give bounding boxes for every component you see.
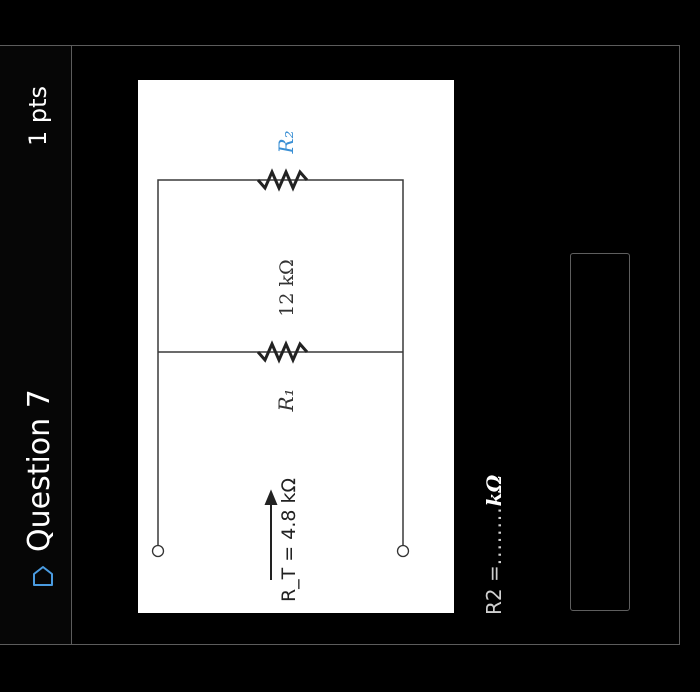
flag-icon[interactable]	[28, 564, 53, 588]
question-header	[0, 46, 72, 644]
circuit-figure: R₂ 12 kΩ R₁ R_T = 4.8 kΩ	[138, 80, 454, 613]
terminal-right	[396, 544, 410, 558]
answer-unit: kΩ	[482, 474, 506, 507]
r1-label: R₁	[274, 388, 298, 412]
circuit-diagram: R₂ 12 kΩ R₁ R_T = 4.8 kΩ	[151, 130, 410, 602]
answer-prompt: R2 = ........ kΩ	[482, 475, 506, 615]
top-wire	[157, 179, 404, 550]
question-title: Question 7	[22, 389, 57, 552]
question-card: R₂ 12 kΩ R₁ R_T = 4.8 kΩ	[0, 45, 680, 645]
r2-label: R₂	[274, 130, 298, 154]
resistor-r1	[256, 340, 309, 364]
answer-prefix: R2 =	[482, 565, 506, 615]
answer-dots: ........	[482, 506, 506, 566]
r1-value: 12 kΩ	[276, 259, 298, 316]
question-title-row: Question 7	[22, 389, 57, 588]
rt-label: R_T = 4.8 kΩ	[278, 478, 300, 602]
terminal-left	[151, 544, 165, 558]
resistor-r2	[256, 168, 309, 192]
current-arrow	[264, 489, 278, 580]
answer-input[interactable]	[570, 253, 630, 611]
question-points: 1 pts	[24, 85, 52, 146]
